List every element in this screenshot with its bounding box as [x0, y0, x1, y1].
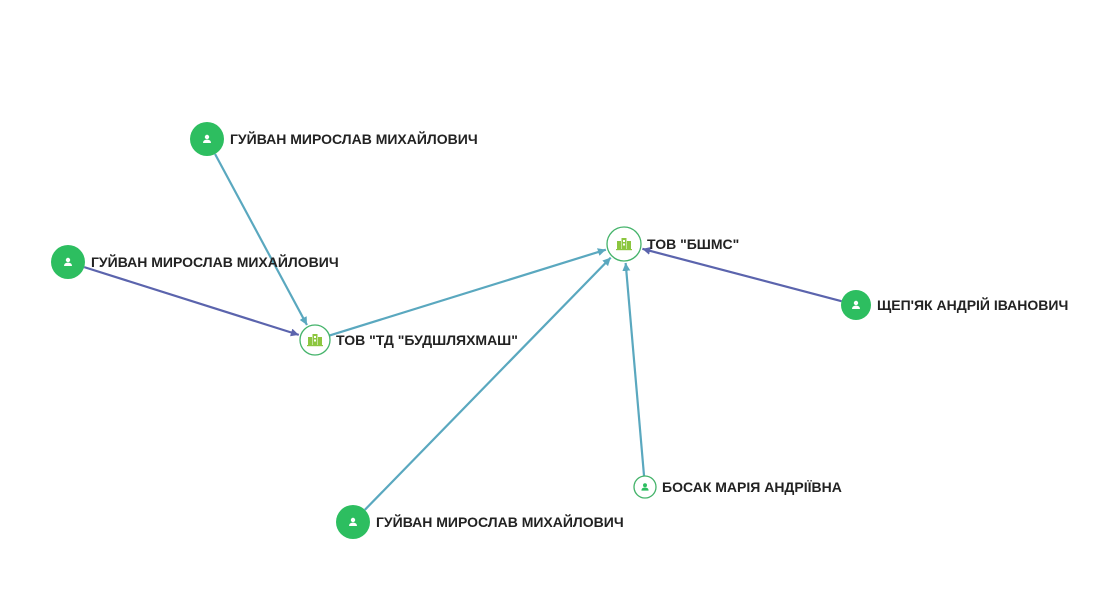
edge-person-5-to-company-2[interactable]	[622, 262, 646, 477]
person-icon	[64, 257, 72, 266]
edge-person-4-to-company-2[interactable]	[642, 246, 842, 303]
edge-person-1-to-company-1[interactable]	[214, 153, 308, 326]
node-label: ТОВ "ТД "БУДШЛЯХМАШ"	[336, 332, 518, 348]
node-person-3[interactable]: ГУЙВАН МИРОСЛАВ МИХАЙЛОВИЧ	[336, 505, 624, 539]
edges-layer	[83, 153, 842, 511]
node-label: ГУЙВАН МИРОСЛАВ МИХАЙЛОВИЧ	[376, 513, 624, 530]
node-label: БОСАК МАРІЯ АНДРІЇВНА	[662, 479, 842, 495]
person-icon	[203, 134, 211, 143]
edge-person-3-to-company-2[interactable]	[364, 256, 612, 511]
edge-company-1-to-company-2[interactable]	[328, 248, 607, 337]
node-label: ЩЕП'ЯК АНДРІЙ ІВАНОВИЧ	[877, 296, 1068, 313]
node-person-4[interactable]: ЩЕП'ЯК АНДРІЙ ІВАНОВИЧ	[841, 290, 1068, 320]
node-company-1[interactable]: ТОВ "ТД "БУДШЛЯХМАШ"	[299, 324, 518, 356]
node-person-5[interactable]: БОСАК МАРІЯ АНДРІЇВНА	[633, 475, 842, 499]
building-icon	[616, 238, 632, 251]
node-company-2[interactable]: ТОВ "БШМС"	[606, 226, 739, 262]
node-person-2[interactable]: ГУЙВАН МИРОСЛАВ МИХАЙЛОВИЧ	[51, 245, 339, 279]
node-person-1[interactable]: ГУЙВАН МИРОСЛАВ МИХАЙЛОВИЧ	[190, 122, 478, 156]
node-label: ТОВ "БШМС"	[647, 236, 739, 252]
edge-person-2-to-company-1[interactable]	[83, 266, 300, 337]
person-icon	[852, 300, 860, 309]
person-icon	[641, 483, 649, 491]
person-icon	[349, 517, 357, 526]
building-icon	[307, 334, 323, 347]
node-label: ГУЙВАН МИРОСЛАВ МИХАЙЛОВИЧ	[230, 130, 478, 147]
nodes-layer: ГУЙВАН МИРОСЛАВ МИХАЙЛОВИЧ ГУЙВАН МИРОСЛА…	[51, 122, 1068, 539]
node-label: ГУЙВАН МИРОСЛАВ МИХАЙЛОВИЧ	[91, 253, 339, 270]
